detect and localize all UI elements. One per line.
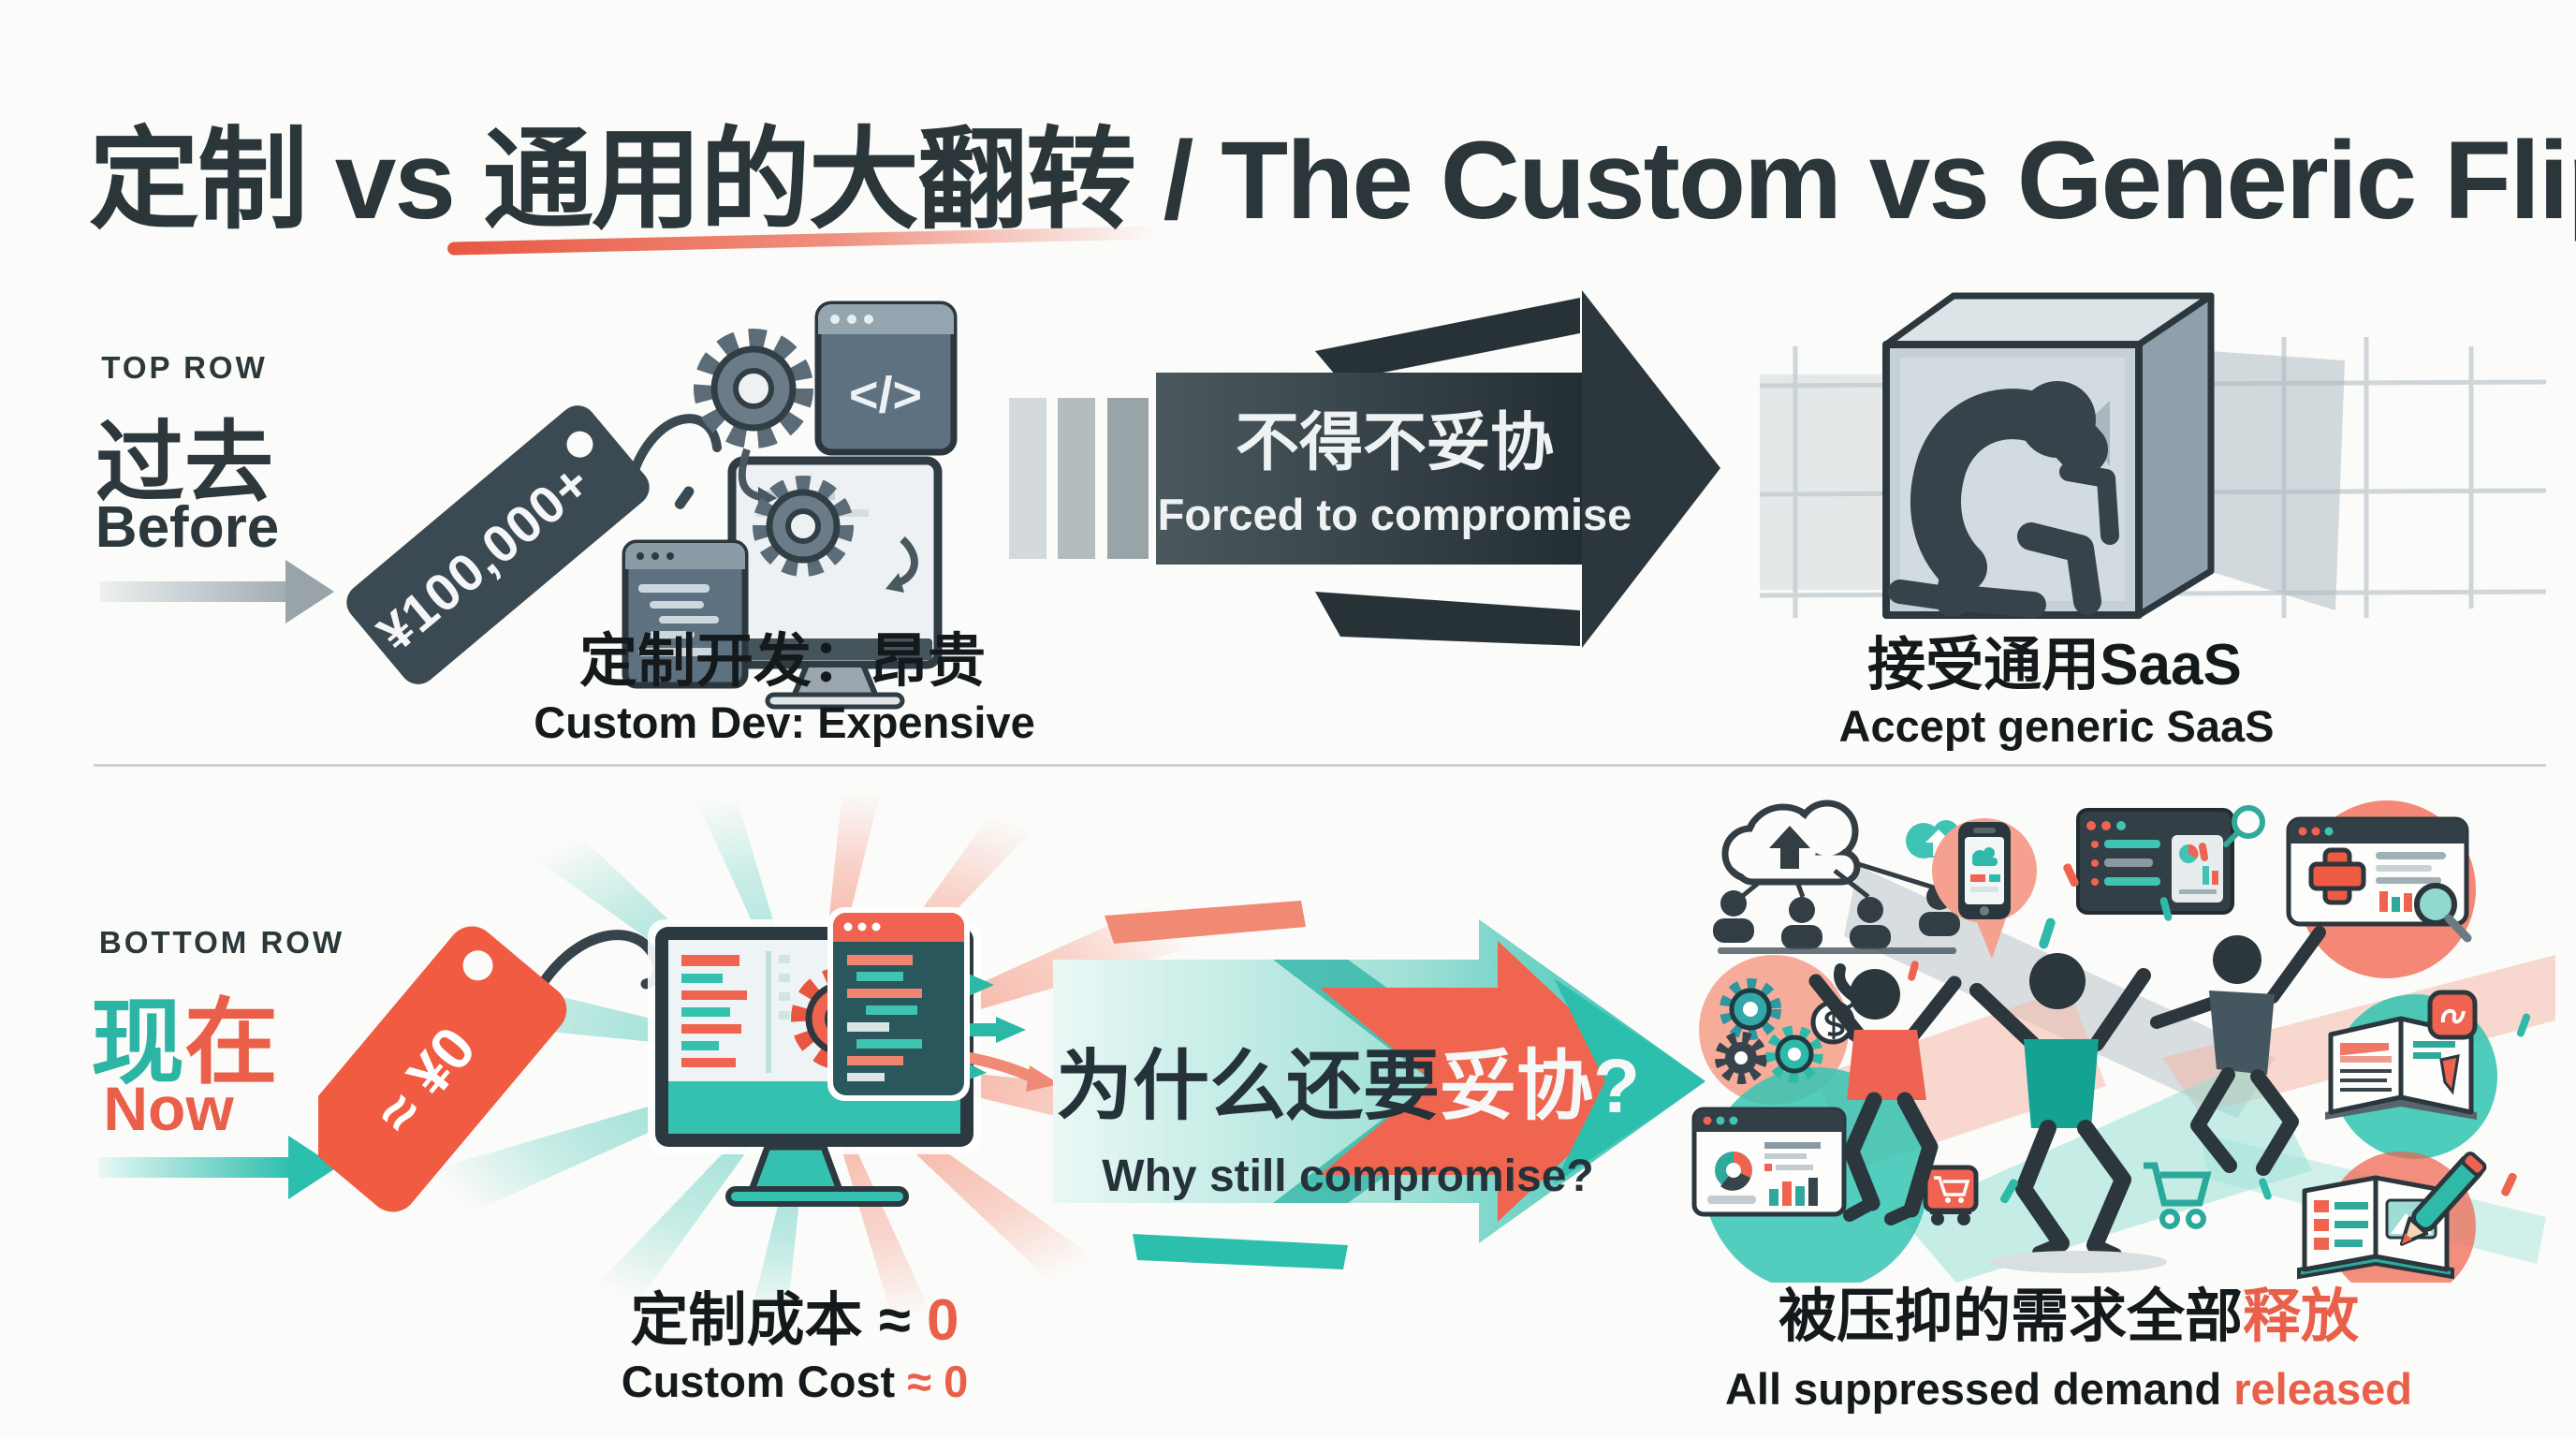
arrow-accent-bottom [1133,1234,1348,1269]
before-arrow-shaft [100,581,287,602]
forced-arrow-en: Forced to compromise [1158,490,1632,539]
monitor-base [765,692,905,710]
monitor-bezel [738,638,932,660]
upload-arrow-icon [1769,826,1810,869]
monitor-base [725,1186,909,1207]
magnifier-small-icon [2223,805,2265,847]
forced-arrow-zh: 不得不妥协 [1236,407,1554,478]
code-panel-icon [827,907,970,1101]
jumping-person-coral [1808,963,1962,1225]
monitor-stand [745,1143,846,1196]
caption-demand-zh-main: 被压抑的需求全部 [1778,1284,2243,1349]
meeting-people-icon [1713,800,1960,954]
custom-dev-illustration: ¥100,000+ [346,301,958,710]
caption-zero-cost-en-main: Custom Cost [621,1357,908,1406]
demand-released-collage [1691,800,2555,1283]
bottom-row-label: BOTTOM ROW [98,925,345,960]
caption-zero-cost-zh: 定制成本 ≈ 0 [631,1292,959,1350]
dashboard-window-icon [1691,1107,1847,1217]
forced-arrow: 不得不妥协 Forced to compromise [1009,290,1720,648]
caption-zero-cost-en: Custom Cost ≈ 0 [622,1359,969,1403]
caption-demand-en-accent: released [2233,1364,2413,1414]
magnifier-icon [2414,883,2472,943]
tag-string-tick [674,486,695,509]
top-period-zh: 过去 [95,414,274,513]
shopping-cart-kiosk-icon [1923,1165,1979,1225]
now-arrow-shaft [98,1157,290,1178]
arrow-accent-bottom [1315,592,1580,646]
tag-hole [462,950,493,981]
row-divider [94,764,2546,767]
caption-zero-cost-en-accent: ≈ 0 [907,1357,969,1406]
bookmark-app-icon [2427,990,2478,1040]
why-arrow-zh: 为什么还要妥协? [1056,1044,1640,1129]
phone-app-icon [1932,818,2037,959]
medical-app-icon [2286,816,2472,943]
open-book-icon [2325,990,2478,1120]
zero-cost-illustration: ≈ ¥0 [318,907,1060,1212]
arrow-accent-top [1105,901,1306,944]
code-window-icon: </> [814,301,958,456]
jumping-person-teal [1969,953,2151,1261]
caption-accept-saas-zh: 接受通用SaaS [1867,633,2242,697]
arrow-chevron-coral [1320,941,1647,1222]
jumping-person-slate [2150,926,2326,1176]
why-arrow-en: Why still compromise? [1102,1152,1593,1201]
caption-zero-cost-zh-main: 定制成本 ≈ [630,1288,927,1353]
grid-shade-right [2209,351,2345,610]
caption-custom-dev-en: Custom Dev: Expensive [534,697,1035,747]
tag-hole [566,431,593,458]
why-arrow-zh-main: 为什么还要 [1056,1044,1440,1129]
notebook-pencil-icon [2297,1152,2487,1280]
gear-network-icon [1715,977,1891,1084]
tag-string [630,414,722,475]
gear-icon [694,329,813,448]
tag-string [537,930,664,990]
caption-zero-cost-zh-accent: 0 [927,1288,959,1353]
price-tag-icon: ≈ ¥0 [318,926,567,1212]
arrow-body [1156,373,1585,565]
bottom-period-zh-teal: 现 [91,990,184,1095]
screen-code-lines [681,951,790,1073]
caption-demand-en-main: All suppressed demand [1724,1364,2234,1414]
bottom-period-zh: 现在 [91,966,278,1102]
caption-demand-en: All suppressed demand released [1725,1367,2412,1411]
crouched-person-icon [1888,381,2119,618]
before-arrow-head [285,560,334,624]
top-period-en: Before [95,495,280,560]
dashboard-bars-icon [1769,1178,1818,1206]
ground-shadow [1989,1251,2167,1273]
caption-custom-dev-zh: 定制开发：昂贵 [578,629,987,694]
grid-shade-left [1760,374,1881,590]
boxed-person-illustration [1760,292,2547,619]
page-title: 定制 vs 通用的大翻转 / The Custom vs Generic Fli… [89,119,2576,242]
top-row-label: TOP ROW [101,350,268,385]
bottom-period-en: Now [103,1074,234,1143]
dashboard-pie-icon [1715,1152,1752,1191]
arrow-tip [1554,978,1705,1184]
caption-demand-zh: 被压抑的需求全部释放 [1778,1288,2359,1346]
terminal-icon [622,539,749,689]
caption-demand-zh-accent: 释放 [2243,1284,2360,1349]
arrow-accent-top [1315,298,1580,381]
caption-accept-saas-en: Accept generic SaaS [1838,701,2275,751]
pencil-icon [2399,1152,2487,1246]
why-arrow-zh-accent: 妥协? [1440,1044,1640,1129]
why-compromise-arrow: 为什么还要妥协? Why still compromise? [1053,901,1705,1269]
gear-icon-small [753,476,854,577]
shopping-cart-icon [2144,1162,2212,1229]
confetti [1908,843,2531,1204]
bottom-period-zh-coral: 在 [184,990,278,1095]
arrow-head [1582,290,1720,648]
code-glyph: </> [849,367,922,423]
browser-window-icon [2076,808,2234,915]
speed-lines-icon [1009,398,1149,559]
